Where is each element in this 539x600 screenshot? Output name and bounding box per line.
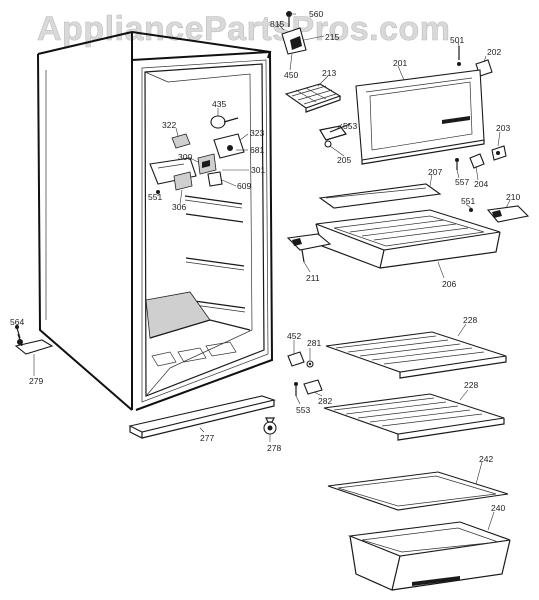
part-label-553: 553: [343, 121, 357, 131]
door-hinge-parts: [455, 145, 507, 170]
part-label-211: 211: [306, 273, 320, 283]
part-label-557: 557: [455, 177, 469, 187]
wire-shelf-228-upper: [325, 331, 507, 379]
part-label-228: 228: [463, 315, 477, 325]
control-parts: [149, 115, 245, 194]
roller-278: [263, 417, 277, 435]
wire-shelf-228-lower: [323, 393, 505, 441]
part-label-278: 278: [267, 443, 281, 453]
part-label-551: 551: [148, 192, 162, 202]
crisper-pan-240: [347, 521, 511, 591]
drawer-206: [315, 209, 501, 269]
part-label-681: 681: [250, 145, 264, 155]
part-label-281: 281: [307, 338, 321, 348]
part-label-323: 323: [250, 128, 264, 138]
part-label-609: 609: [237, 181, 251, 191]
part-label-210: 210: [506, 192, 520, 202]
shelf-frame-207: [318, 183, 442, 209]
part-label-300: 300: [178, 152, 192, 162]
part-label-551: 551: [461, 196, 475, 206]
part-label-306: 306: [172, 202, 186, 212]
part-label-228: 228: [464, 380, 478, 390]
part-label-205: 205: [337, 155, 351, 165]
part-label-815: 815: [270, 19, 284, 29]
part-label-501: 501: [450, 35, 464, 45]
part-label-282: 282: [318, 396, 332, 406]
part-label-207: 207: [428, 167, 442, 177]
part-label-204: 204: [474, 179, 488, 189]
glass-shelf-242: [327, 471, 509, 511]
part-label-240: 240: [491, 503, 505, 513]
part-label-435: 435: [212, 99, 226, 109]
leader-lines: [17, 13, 511, 531]
part-label-201: 201: [393, 58, 407, 68]
part-label-322: 322: [162, 120, 176, 130]
part-label-560: 560: [309, 9, 323, 19]
part-label-213: 213: [322, 68, 336, 78]
part-label-452: 452: [287, 331, 301, 341]
leveling-leg-279: [14, 333, 54, 355]
part-label-301: 301: [251, 165, 265, 175]
part-label-242: 242: [479, 454, 493, 464]
drawer-rails: [286, 205, 530, 263]
part-number-labels: 560 815 215 450 501 202 213 201 435 553 322 323 681 3…: [10, 9, 520, 513]
shelf-support-parts: [287, 351, 323, 396]
part-label-203: 203: [496, 123, 510, 133]
part-label-564: 564: [10, 317, 24, 327]
part-label-206: 206: [442, 279, 456, 289]
part-label-202: 202: [487, 47, 501, 57]
part-label-215: 215: [325, 32, 339, 42]
latch-205: [319, 123, 351, 148]
part-label-450: 450: [284, 70, 298, 80]
part-label-553: 553: [296, 405, 310, 415]
door-201: [355, 69, 485, 165]
ice-tray-213: [284, 83, 342, 113]
part-label-277: 277: [200, 433, 214, 443]
watermark-text: AppliancePartsPros.com: [37, 10, 450, 48]
toe-grille-277: [128, 395, 276, 439]
part-label-279: 279: [29, 376, 43, 386]
cabinet: [37, 30, 274, 411]
